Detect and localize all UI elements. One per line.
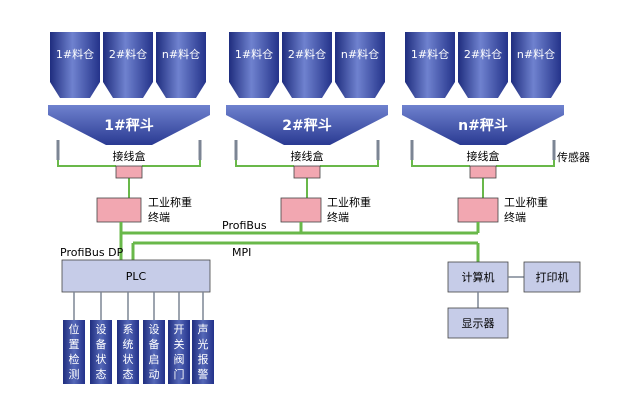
junction-box-2 xyxy=(293,165,321,179)
io-module-system-status: 系统状态 xyxy=(117,320,139,384)
junction-box-1 xyxy=(115,165,143,179)
load-cells-2 xyxy=(234,140,380,160)
weighing-terminal-2 xyxy=(280,197,322,223)
io-module-device-start: 设备启动 xyxy=(143,320,165,384)
printer-box xyxy=(523,261,581,293)
silo-label: n#料仓 xyxy=(162,47,200,61)
weighing-group-1: 1#料仓 2#料仓 n#料仓 1#秤斗 接线盒 工业称重 终端 xyxy=(48,32,210,224)
junction-box-label: 接线盒 xyxy=(467,149,500,163)
silo-2-1: 1#料仓 xyxy=(229,32,279,98)
display-label: 显示器 xyxy=(462,317,495,330)
mpi-line xyxy=(131,241,480,262)
sensor-wiring-2 xyxy=(235,160,379,198)
silo-1-2: 2#料仓 xyxy=(103,32,153,98)
io-module-label: 设备状态 xyxy=(96,323,107,381)
silo-label: 1#料仓 xyxy=(56,47,94,61)
io-module-label: 系统状态 xyxy=(123,323,134,381)
weighing-terminal-1 xyxy=(96,197,142,223)
silo-label: 1#料仓 xyxy=(235,47,273,61)
hopper-label: n#秤斗 xyxy=(458,117,508,134)
silo-1-3: n#料仓 xyxy=(156,32,206,98)
hopper-1: 1#秤斗 xyxy=(48,105,210,145)
junction-box-label: 接线盒 xyxy=(113,149,146,163)
terminal-label-line2: 终端 xyxy=(504,210,526,224)
io-connectors xyxy=(73,292,204,320)
io-module-label: 设备启动 xyxy=(149,323,160,381)
display-box xyxy=(447,307,509,339)
terminal-label-line1: 工业称重 xyxy=(327,195,371,209)
silo-3-3: n#料仓 xyxy=(511,32,561,98)
silo-label: n#料仓 xyxy=(341,47,379,61)
computer-label: 计算机 xyxy=(462,270,495,284)
sensor-label: 传感器 xyxy=(557,151,590,164)
terminal-label-line2: 终端 xyxy=(327,210,349,224)
io-module-position-detect: 位置检测 xyxy=(63,320,85,384)
sensor-wiring-3 xyxy=(411,160,555,198)
hopper-2: 2#秤斗 xyxy=(226,105,388,145)
hopper-label: 1#秤斗 xyxy=(104,117,153,134)
silo-3-1: 1#料仓 xyxy=(405,32,455,98)
silo-2-2: 2#料仓 xyxy=(282,32,332,98)
io-module-label: 位置检测 xyxy=(69,322,80,381)
computer-box xyxy=(447,261,509,293)
profibus-line xyxy=(119,222,480,260)
io-module-alarm: 声光报警 xyxy=(192,320,214,384)
io-module-device-status: 设备状态 xyxy=(90,320,112,384)
sensor-wiring-1 xyxy=(57,160,201,198)
io-modules: 位置检测 设备状态 系统状态 设备启动 开关阀门 声光报警 xyxy=(63,320,214,384)
hopper-label: 2#秤斗 xyxy=(282,117,331,134)
silo-label: 2#料仓 xyxy=(109,47,147,61)
terminal-label-line1: 工业称重 xyxy=(148,195,192,209)
profibus-label: ProfiBus xyxy=(222,219,267,232)
weighing-group-3: 1#料仓 2#料仓 n#料仓 n#秤斗 接线盒 工业称重 终端 xyxy=(402,32,564,224)
profibus-dp-label: ProfiBus DP xyxy=(60,246,124,259)
junction-box-label: 接线盒 xyxy=(291,149,324,163)
silo-label: n#料仓 xyxy=(517,47,555,61)
load-cells-1 xyxy=(56,140,202,160)
silo-2-3: n#料仓 xyxy=(335,32,385,98)
junction-box-3 xyxy=(469,165,497,179)
silo-label: 1#料仓 xyxy=(411,47,449,61)
plc-label: PLC xyxy=(126,270,147,283)
silo-1-1: 1#料仓 xyxy=(50,32,100,98)
terminal-label-line1: 工业称重 xyxy=(504,195,548,209)
silo-label: 2#料仓 xyxy=(288,47,326,61)
weighing-group-2: 1#料仓 2#料仓 n#料仓 2#秤斗 接线盒 工业称重 终端 xyxy=(226,32,388,224)
silo-label: 2#料仓 xyxy=(464,47,502,61)
io-module-switch-valve: 开关阀门 xyxy=(168,320,190,384)
mpi-label: MPI xyxy=(232,246,251,259)
io-module-label: 声光报警 xyxy=(198,322,209,381)
printer-label: 打印机 xyxy=(536,270,569,284)
silo-3-2: 2#料仓 xyxy=(458,32,508,98)
plc-box xyxy=(61,259,211,293)
terminal-label-line2: 终端 xyxy=(148,210,170,224)
hopper-3: n#秤斗 xyxy=(402,105,564,145)
weighing-terminal-3 xyxy=(457,197,499,223)
io-module-label: 开关阀门 xyxy=(174,323,185,381)
load-cells-3 xyxy=(410,140,556,160)
